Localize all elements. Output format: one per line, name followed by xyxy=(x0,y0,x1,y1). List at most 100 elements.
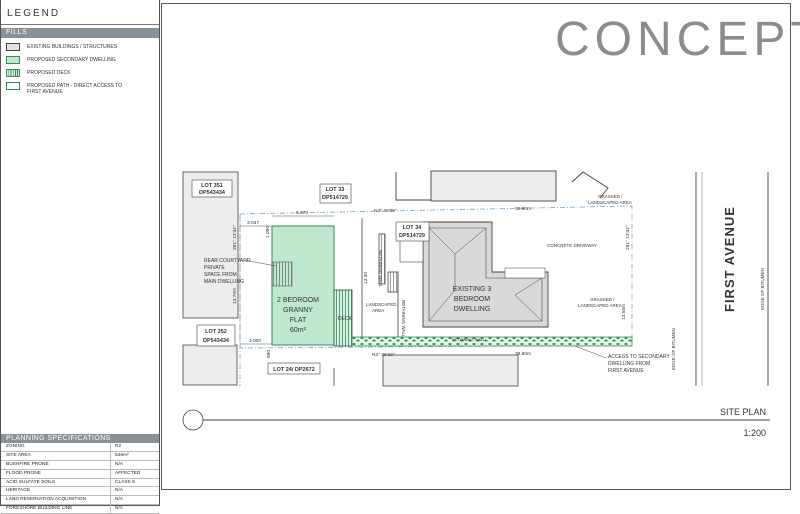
svg-text:LANDSCAPED AREA: LANDSCAPED AREA xyxy=(578,303,622,308)
lot-labels: LOT 351 DP543434 LOT 33 DP514729 LOT 34 … xyxy=(191,179,430,375)
spec-row: HERITAGE N/A xyxy=(1,487,159,497)
spec-value: N/A xyxy=(115,461,123,467)
svg-text:EXISTING 3: EXISTING 3 xyxy=(453,286,492,293)
lot34-line1: LOT 34 xyxy=(403,225,423,231)
svg-text:FLAT: FLAT xyxy=(290,317,307,324)
svg-text:GRASSED /: GRASSED / xyxy=(590,297,615,302)
retaining-wall-label-2: RETAINING WALL xyxy=(401,300,406,338)
drawing-title: SITE PLAN xyxy=(720,407,766,417)
rear-courtyard xyxy=(271,261,293,287)
svg-text:N3° 40'00": N3° 40'00" xyxy=(374,208,397,214)
spec-value: N/A xyxy=(115,497,123,503)
area-labels: GRASSED / LANDSCAPED AREA GRASSED / LAND… xyxy=(366,194,765,370)
street-name: FIRST AVENUE xyxy=(722,206,737,312)
spec-value: 546m² xyxy=(115,452,129,458)
svg-text:281° 13'34": 281° 13'34" xyxy=(625,225,631,250)
rear-courtyard-note: REAR COURTYARD PRIVATE SPACE FROM MAIN D… xyxy=(204,258,277,285)
spec-key: SITE AREA xyxy=(1,451,111,460)
svg-text:3.000: 3.000 xyxy=(249,338,261,344)
drawing-scale: 1:200 xyxy=(743,428,766,438)
lot24-label: LOT 24/ DP2672 xyxy=(273,367,315,373)
svg-text:990: 990 xyxy=(266,350,272,358)
granny-flat-label: 2 BEDROOM GRANNY FLAT 60m² xyxy=(277,297,319,334)
svg-text:1.090: 1.090 xyxy=(265,226,271,238)
secondary-dwelling-swatch-icon xyxy=(6,56,20,64)
svg-text:CONCRETE DRIVEWAY: CONCRETE DRIVEWAY xyxy=(547,243,597,248)
spec-value: R2 xyxy=(115,444,122,449)
existing-swatch-icon xyxy=(6,43,20,51)
svg-text:MAIN DWELLING: MAIN DWELLING xyxy=(204,279,244,285)
svg-text:LANDSCAPED: LANDSCAPED xyxy=(366,302,397,307)
svg-text:13.55m: 13.55m xyxy=(621,304,627,320)
neighbour-structures xyxy=(395,170,769,386)
svg-text:39.90m: 39.90m xyxy=(515,351,531,357)
svg-text:RETAINING WALL: RETAINING WALL xyxy=(452,337,486,342)
svg-text:LANDSCAPED AREA: LANDSCAPED AREA xyxy=(588,200,632,205)
legend-item-label: PROPOSED PATH - DIRECT ACCESS TO FIRST A… xyxy=(27,83,123,95)
legend-item-deck: PROPOSED DECK xyxy=(6,69,156,77)
fills-header: FILLS xyxy=(1,28,159,38)
spec-key: HERITAGE xyxy=(1,487,111,496)
svg-text:N3° 36'10": N3° 36'10" xyxy=(372,352,395,358)
retaining-wall-label: RETAINING WALL xyxy=(378,250,383,288)
svg-text:13.70m: 13.70m xyxy=(232,288,238,304)
retaining-walls xyxy=(361,218,399,345)
dimensions: 6.370 3.037 3.000 990 1.090 13.70m 13.55… xyxy=(232,206,631,358)
legend-item-label: EXISTING BUILDINGS / STRUCTURES xyxy=(27,44,118,50)
svg-text:GRASSED /: GRASSED / xyxy=(598,194,623,199)
svg-text:2 BEDROOM: 2 BEDROOM xyxy=(277,297,319,304)
edge-bitumen-label: EDGE OF BITUMEN xyxy=(671,328,676,370)
svg-text:DWELLING FROM: DWELLING FROM xyxy=(608,361,650,367)
lot33-line2: DP514729 xyxy=(322,195,348,201)
access-note: ACCESS TO SECONDARY DWELLING FROM FIRST … xyxy=(574,345,670,374)
edge-bitumen-label-2: EDGE OF BITUMEN xyxy=(760,268,765,310)
spec-key: ACID SULFATE SOILS xyxy=(1,478,111,487)
spec-value: CLASS 5 xyxy=(115,479,135,485)
legend-item-label: PROPOSED SECONDARY DWELLING xyxy=(27,57,116,63)
deck-outline xyxy=(333,289,353,347)
legend-items: EXISTING BUILDINGS / STRUCTURES PROPOSED… xyxy=(6,43,156,100)
lot352-line2: DP543434 xyxy=(203,338,230,344)
spec-key: ZONING xyxy=(1,443,111,451)
svg-text:AREA: AREA xyxy=(372,308,384,313)
svg-text:6.370: 6.370 xyxy=(296,210,308,216)
svg-text:PRIVATE: PRIVATE xyxy=(204,265,225,271)
svg-text:13.30: 13.30 xyxy=(363,272,369,284)
lot351-line1: LOT 351 xyxy=(201,183,223,189)
svg-text:FIRST AVENUE: FIRST AVENUE xyxy=(608,368,644,374)
spec-row: LAND RESERVATION ACQUISITION N/A xyxy=(1,496,159,506)
spec-row: FLOOD PRONE AFFECTED xyxy=(1,469,159,479)
legend-item-path: PROPOSED PATH - DIRECT ACCESS TO FIRST A… xyxy=(6,82,156,95)
spec-row: BUSHFIRE PRONE N/A xyxy=(1,460,159,470)
lot351-line2: DP543434 xyxy=(199,190,226,196)
svg-text:39.90m: 39.90m xyxy=(515,206,531,212)
svg-text:3.037: 3.037 xyxy=(247,220,259,226)
access-path xyxy=(351,336,633,347)
concept-heading: CONCEPT xyxy=(555,13,800,66)
spec-row: SITE AREA 546m² xyxy=(1,451,159,461)
svg-text:REAR COURTYARD: REAR COURTYARD xyxy=(204,258,251,264)
lot33-line1: LOT 33 xyxy=(326,187,345,193)
svg-text:GRANNY: GRANNY xyxy=(283,307,313,314)
planning-specifications-title: PLANNING SPECIFICATIONS xyxy=(1,434,159,443)
legend-title: LEGEND xyxy=(7,8,61,19)
spec-value: N/A xyxy=(115,488,123,494)
lot352-line1: LOT 352 xyxy=(205,329,227,335)
legend-item-secondary-dwelling: PROPOSED SECONDARY DWELLING xyxy=(6,56,156,64)
north-point-icon xyxy=(182,409,204,431)
existing-dwelling-label: EXISTING 3 BEDROOM DWELLING xyxy=(453,286,492,313)
path-swatch-icon xyxy=(6,82,20,90)
spec-key: FLOOD PRONE xyxy=(1,469,111,478)
svg-text:ACCESS TO SECONDARY: ACCESS TO SECONDARY xyxy=(608,354,670,360)
spec-key: LAND RESERVATION ACQUISITION xyxy=(1,496,111,505)
legend-item-existing: EXISTING BUILDINGS / STRUCTURES xyxy=(6,43,156,51)
deck-label: DECK xyxy=(338,316,353,322)
spec-value: AFFECTED xyxy=(115,470,141,476)
legend-divider xyxy=(1,24,159,25)
deck-swatch-icon xyxy=(6,69,20,77)
svg-text:SPACE FROM: SPACE FROM xyxy=(204,272,237,278)
svg-text:DWELLING: DWELLING xyxy=(454,306,491,313)
spec-key: BUSHFIRE PRONE xyxy=(1,460,111,469)
legend-item-label: PROPOSED DECK xyxy=(27,70,71,76)
